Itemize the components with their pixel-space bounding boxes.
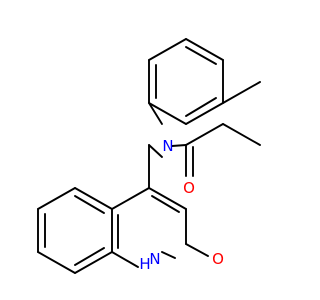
lactam-oxygen-label: O — [212, 250, 224, 268]
carbonyl-oxygen-label: O — [183, 179, 195, 197]
bond — [148, 187, 187, 210]
molecule-canvas: N O N H O — [0, 0, 300, 300]
bond — [185, 38, 224, 61]
bond — [148, 38, 187, 61]
bond — [185, 102, 224, 125]
bond-c2-o — [185, 243, 209, 257]
bond-n-ch2 — [148, 144, 163, 158]
bond — [148, 102, 187, 125]
bond — [161, 251, 176, 259]
bond — [111, 187, 150, 210]
bond-inner — [74, 195, 105, 214]
bond — [74, 187, 113, 210]
tolyl-ring — [148, 38, 224, 125]
bond-ch2-ch3 — [222, 123, 261, 146]
background — [0, 0, 300, 300]
bond-inner — [185, 97, 217, 117]
bond-aryl-n — [148, 102, 163, 125]
bond — [74, 251, 113, 274]
methyl-bond — [222, 81, 261, 104]
benzo-ring — [37, 187, 113, 274]
bond-inner — [151, 195, 180, 213]
ring-nitrogen-label: N — [149, 250, 160, 268]
bond — [111, 251, 139, 268]
bond-n-co — [171, 144, 187, 147]
pyridinone-ring — [111, 187, 187, 268]
bond-inner — [74, 247, 105, 266]
bond-inner — [185, 46, 217, 65]
structure-diagram: N O N H O — [0, 0, 300, 300]
bond-co-ch2 — [185, 123, 224, 146]
bond — [37, 187, 76, 210]
bond — [37, 251, 76, 274]
ring-hydrogen-label: H — [139, 255, 150, 273]
amide-nitrogen-label: N — [162, 137, 173, 155]
